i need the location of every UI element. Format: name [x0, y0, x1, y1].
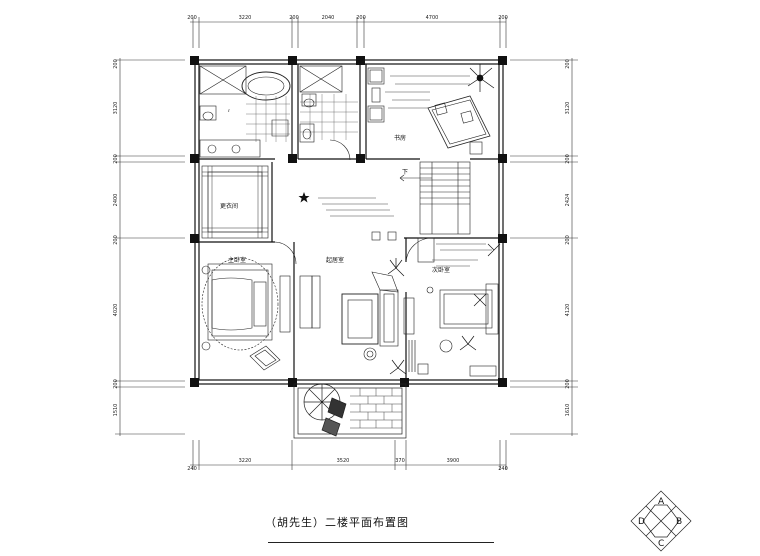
- dim-top-4: 200: [356, 15, 366, 21]
- room-label-closet: 更衣间: [220, 202, 238, 210]
- dim-right-5: 4120: [565, 304, 571, 317]
- bedroom2-furniture: [417, 237, 499, 377]
- dim-left-4: 200: [113, 235, 119, 245]
- dim-top-5: 4700: [426, 15, 439, 21]
- dim-left-3: 2400: [113, 194, 119, 207]
- dim-right-6: 200: [565, 379, 571, 389]
- stair-down-label: 下: [402, 169, 408, 176]
- compass-letter-top: A: [658, 497, 665, 507]
- dim-right-4: 200: [565, 235, 571, 245]
- room-label-study: 书房: [394, 134, 406, 142]
- bathroom-left: [199, 65, 291, 158]
- columns: [190, 56, 507, 387]
- bath-note-1: ℓ: [227, 108, 230, 113]
- title-underline: [268, 542, 494, 543]
- room-label-bedroom2: 次卧室: [432, 266, 450, 274]
- dim-bottom-5: 240: [498, 466, 508, 472]
- left-dimension-labels: 200 3120 200 2400 200 4020 200 1510: [113, 59, 119, 416]
- bathroom-right: [299, 65, 358, 161]
- bottom-dimension-labels: 240 3220 3520 370 3900 240: [187, 458, 508, 472]
- dim-left-0: 200: [113, 59, 119, 69]
- right-dimension-labels: 200 3120 200 2424 200 4120 200 1610: [565, 59, 571, 416]
- bedroom2-plants: [459, 243, 501, 351]
- dim-top-3: 2040: [322, 15, 335, 21]
- dim-bottom-0: 240: [187, 466, 197, 472]
- study-furniture: [367, 67, 491, 155]
- staircase: [399, 161, 471, 235]
- dim-top-1: 3220: [239, 15, 252, 21]
- dimension-lines: [115, 17, 578, 470]
- top-dimension-labels: 200 3220 200 2040 200 4700 200: [187, 15, 508, 21]
- dim-top-6: 200: [498, 15, 508, 21]
- dim-bottom-4: 3900: [447, 458, 460, 464]
- room-label-living: 起居室: [326, 256, 344, 264]
- dim-bottom-1: 3220: [239, 458, 252, 464]
- room-label-master: 主卧室: [228, 256, 246, 264]
- door-swing-bedroom2: [405, 237, 433, 263]
- star-marker: [298, 192, 310, 203]
- compass-letter-left: D: [638, 517, 645, 527]
- dim-right-7: 1610: [565, 404, 571, 417]
- dim-right-3: 2424: [565, 194, 571, 207]
- drawing-title: （胡先生）二楼平面布置图: [265, 516, 409, 529]
- dim-left-7: 1510: [113, 404, 119, 417]
- dim-right-1: 3120: [565, 102, 571, 115]
- study-plant: [467, 64, 495, 92]
- walls: [194, 59, 504, 385]
- closet-furniture: [201, 165, 269, 239]
- living-plant: [387, 258, 407, 375]
- dim-left-2: 200: [113, 154, 119, 164]
- dim-right-0: 200: [565, 59, 571, 69]
- door-swing-master: [273, 241, 297, 265]
- dim-bottom-2: 3520: [337, 458, 350, 464]
- dim-left-5: 4020: [113, 304, 119, 317]
- balcony: [293, 383, 407, 439]
- dim-left-1: 3120: [113, 102, 119, 115]
- dim-top-0: 200: [187, 15, 197, 21]
- dim-bottom-3: 370: [395, 458, 405, 464]
- master-bedroom-furniture: [201, 257, 291, 371]
- living-room-furniture: [299, 197, 416, 372]
- dim-left-6: 200: [113, 379, 119, 389]
- dim-top-2: 200: [289, 15, 299, 21]
- compass-letter-bottom: C: [658, 539, 664, 549]
- compass-letter-right: B: [676, 517, 682, 527]
- dim-right-2: 200: [565, 154, 571, 164]
- compass: [630, 490, 692, 552]
